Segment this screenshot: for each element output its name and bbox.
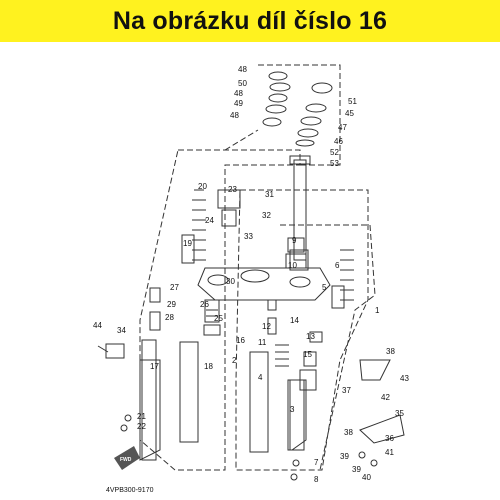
washer-39b bbox=[370, 459, 378, 467]
callout-5: 5 bbox=[322, 283, 327, 292]
callout-51: 51 bbox=[348, 97, 357, 106]
callout-41: 41 bbox=[385, 448, 394, 457]
top-bearing-stack bbox=[262, 71, 333, 147]
fwd-label: FWD bbox=[120, 457, 132, 463]
callout-39: 39 bbox=[352, 465, 361, 474]
washer-7 bbox=[292, 459, 300, 467]
callout-53: 53 bbox=[330, 159, 339, 168]
callout-26: 26 bbox=[200, 300, 209, 309]
left-fork-assembly bbox=[139, 189, 221, 461]
washer-50 bbox=[269, 82, 291, 92]
callout-10: 10 bbox=[288, 261, 297, 270]
callout-50: 50 bbox=[238, 79, 247, 88]
fwd-arrow-icon: FWD bbox=[114, 446, 140, 470]
callout-28: 28 bbox=[165, 313, 174, 322]
callout-19: 19 bbox=[183, 239, 192, 248]
cap-51 bbox=[311, 82, 333, 94]
callout-49: 49 bbox=[234, 99, 243, 108]
top-caps bbox=[217, 189, 307, 269]
bolt-22 bbox=[120, 424, 128, 432]
bearing-47 bbox=[300, 116, 322, 126]
brake-hose-holder bbox=[359, 359, 405, 444]
callout-8: 8 bbox=[314, 475, 319, 484]
clamp-assembly bbox=[97, 343, 125, 359]
nut-48a bbox=[268, 71, 288, 81]
callout-20: 20 bbox=[198, 182, 207, 191]
boundary-top-kit bbox=[258, 64, 341, 166]
callout-44: 44 bbox=[93, 321, 102, 330]
callout-36: 36 bbox=[385, 434, 394, 443]
callout-1: 1 bbox=[375, 306, 380, 315]
callout-17: 17 bbox=[150, 362, 159, 371]
callout-38: 38 bbox=[386, 347, 395, 356]
under-bracket bbox=[197, 267, 331, 301]
race-45 bbox=[305, 103, 327, 113]
callouts: 48 50 48 49 48 51 45 47 46 52 53 20 23 3… bbox=[93, 65, 409, 484]
right-fork-assembly bbox=[249, 249, 354, 453]
callout-40: 40 bbox=[362, 473, 371, 482]
nut-48b bbox=[268, 93, 288, 103]
boundary-right-lower bbox=[280, 224, 376, 471]
callout-23: 23 bbox=[228, 185, 237, 194]
callout-12: 12 bbox=[262, 322, 271, 331]
diagram-code: 4VPB300-9170 bbox=[106, 487, 154, 494]
callout-46: 46 bbox=[334, 137, 343, 146]
callout-25: 25 bbox=[214, 314, 223, 323]
callout-4: 4 bbox=[258, 373, 263, 382]
callout-13: 13 bbox=[306, 332, 315, 341]
callout-43: 43 bbox=[400, 374, 409, 383]
callout-2: 2 bbox=[232, 356, 237, 365]
bolt-8 bbox=[290, 473, 298, 481]
callout-45: 45 bbox=[345, 109, 354, 118]
race-46 bbox=[297, 128, 319, 138]
page-title: Na obrázku díl číslo 16 bbox=[112, 6, 388, 35]
callout-14: 14 bbox=[290, 316, 299, 325]
callout-52: 52 bbox=[330, 148, 339, 157]
callout-11: 11 bbox=[258, 338, 267, 347]
callout-29: 29 bbox=[167, 300, 176, 309]
callout-27: 27 bbox=[170, 283, 179, 292]
callout-39: 39 bbox=[340, 452, 349, 461]
washer-39a bbox=[358, 451, 366, 459]
callout-38: 38 bbox=[344, 428, 353, 437]
callout-21: 21 bbox=[137, 412, 146, 421]
callout-15: 15 bbox=[303, 350, 312, 359]
callout-31: 31 bbox=[265, 190, 274, 199]
steering-stem bbox=[289, 155, 311, 261]
callout-48: 48 bbox=[238, 65, 247, 74]
callout-33: 33 bbox=[244, 232, 253, 241]
washer-49 bbox=[265, 104, 287, 114]
callout-42: 42 bbox=[381, 393, 390, 402]
callout-16: 16 bbox=[236, 336, 245, 345]
callout-48: 48 bbox=[234, 89, 243, 98]
callout-48: 48 bbox=[230, 111, 239, 120]
callout-3: 3 bbox=[290, 405, 295, 414]
nut-48c bbox=[262, 117, 282, 127]
boundary-right-assembly bbox=[235, 189, 369, 471]
callout-37: 37 bbox=[342, 386, 351, 395]
callout-7: 7 bbox=[314, 458, 319, 467]
callout-18: 18 bbox=[204, 362, 213, 371]
seal-52 bbox=[295, 139, 315, 147]
callout-34: 34 bbox=[117, 326, 126, 335]
callout-6: 6 bbox=[335, 261, 340, 270]
callout-24: 24 bbox=[205, 216, 214, 225]
washer-21 bbox=[124, 414, 132, 422]
callout-35: 35 bbox=[395, 409, 404, 418]
boundary-left-leader bbox=[224, 129, 259, 151]
header-banner: Na obrázku díl číslo 16 bbox=[0, 0, 500, 42]
callout-22: 22 bbox=[137, 422, 146, 431]
callout-32: 32 bbox=[262, 211, 271, 220]
callout-30: 30 bbox=[226, 277, 235, 286]
callout-47: 47 bbox=[338, 123, 347, 132]
callout-9: 9 bbox=[292, 236, 297, 245]
